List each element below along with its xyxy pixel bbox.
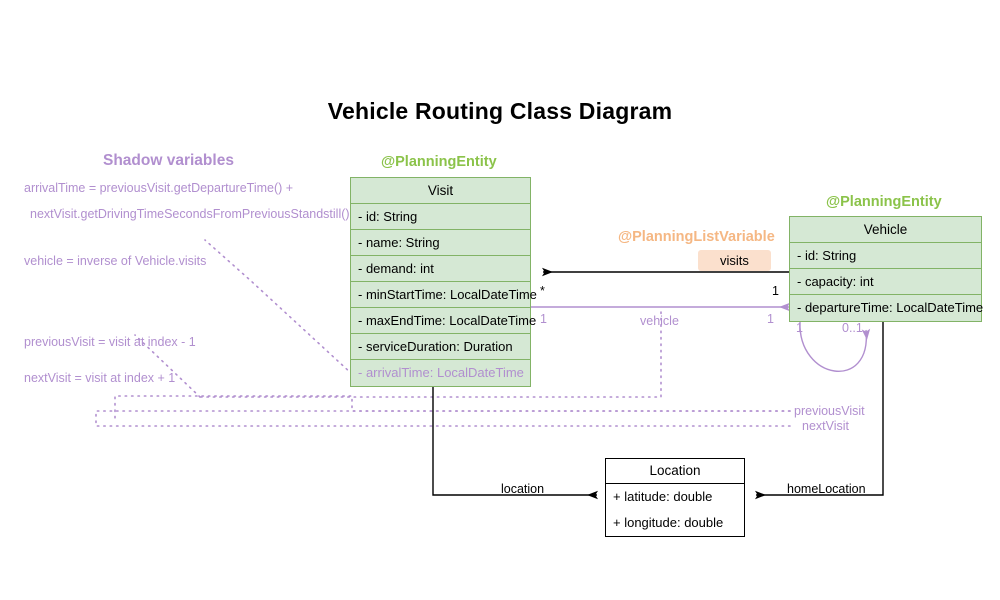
shadow-note-next-visit: nextVisit = visit at index + 1 (24, 371, 176, 385)
location-attribute-longitude: + longitude: double (613, 515, 724, 530)
vehicle-stereotype: @PlanningEntity (826, 194, 942, 210)
visits-association-label[interactable]: visits (698, 250, 771, 271)
visit-attribute-name: - name: String (351, 230, 530, 256)
visit-attribute-arrival-time: - arrivalTime: LocalDateTime (358, 365, 524, 380)
home-location-association-label: homeLocation (787, 482, 866, 496)
location-attribute-latitude: + latitude: double (613, 489, 713, 504)
location-class-name: Location (606, 459, 744, 484)
shadow-variables-heading: Shadow variables (103, 152, 234, 169)
shadow-note-previous-visit: previousVisit = visit at index - 1 (24, 335, 196, 349)
shadow-note-arrival-time-1: arrivalTime = previousVisit.getDeparture… (24, 181, 294, 195)
visit-attribute-id: - id: String (351, 204, 530, 230)
location-association-label: location (501, 482, 545, 496)
vehicle-attribute-departure-time: - departureTime: LocalDateTime (797, 300, 984, 315)
visit-attribute-demand: - demand: int (351, 256, 530, 282)
edge-visits (542, 267, 795, 290)
vehicle-multiplicity-vehicle-side: 1 (767, 312, 774, 326)
visits-multiplicity-vehicle-side: 1 (772, 284, 779, 298)
edge-arrival-time-dotted-tail (114, 395, 791, 421)
previous-visit-label: previousVisit (794, 404, 865, 418)
edge-arrival-time-shadow-dotted (204, 239, 353, 375)
class-box-vehicle[interactable]: Vehicle - id: String - capacity: int - d… (789, 216, 984, 322)
edge-previous-visit-dotted (95, 410, 791, 426)
vehicle-attribute-id: - id: String (790, 243, 981, 269)
visit-stereotype: @PlanningEntity (381, 154, 497, 170)
visits-stereotype: @PlanningListVariable (618, 229, 775, 245)
visit-attribute-min-start-time: - minStartTime: LocalDateTime (351, 282, 537, 308)
visit-attribute-service-duration: - serviceDuration: Duration (351, 334, 530, 360)
class-box-location[interactable]: Location + latitude: double + longitude:… (605, 458, 745, 537)
edge-location (432, 384, 598, 500)
previous-next-multiplicity-right: 0..1 (842, 321, 863, 335)
previous-next-multiplicity-left: 1 (796, 321, 803, 335)
visits-multiplicity-visit-side: * (540, 284, 545, 298)
visit-attribute-max-end-time: - maxEndTime: LocalDateTime (351, 308, 536, 334)
shadow-note-arrival-time-2: nextVisit.getDrivingTimeSecondsFromPrevi… (30, 207, 350, 221)
visit-class-name: Visit (351, 178, 530, 204)
page-title: Vehicle Routing Class Diagram (327, 98, 673, 124)
vehicle-attribute-capacity: - capacity: int (790, 269, 981, 295)
shadow-note-vehicle: vehicle = inverse of Vehicle.visits (24, 254, 207, 268)
class-box-visit[interactable]: Visit - id: String - name: String - dema… (350, 177, 537, 387)
next-visit-label: nextVisit (802, 419, 850, 433)
vehicle-association-label: vehicle (640, 314, 679, 328)
vehicle-multiplicity-visit-side: 1 (540, 312, 547, 326)
vehicle-class-name: Vehicle (790, 217, 981, 243)
